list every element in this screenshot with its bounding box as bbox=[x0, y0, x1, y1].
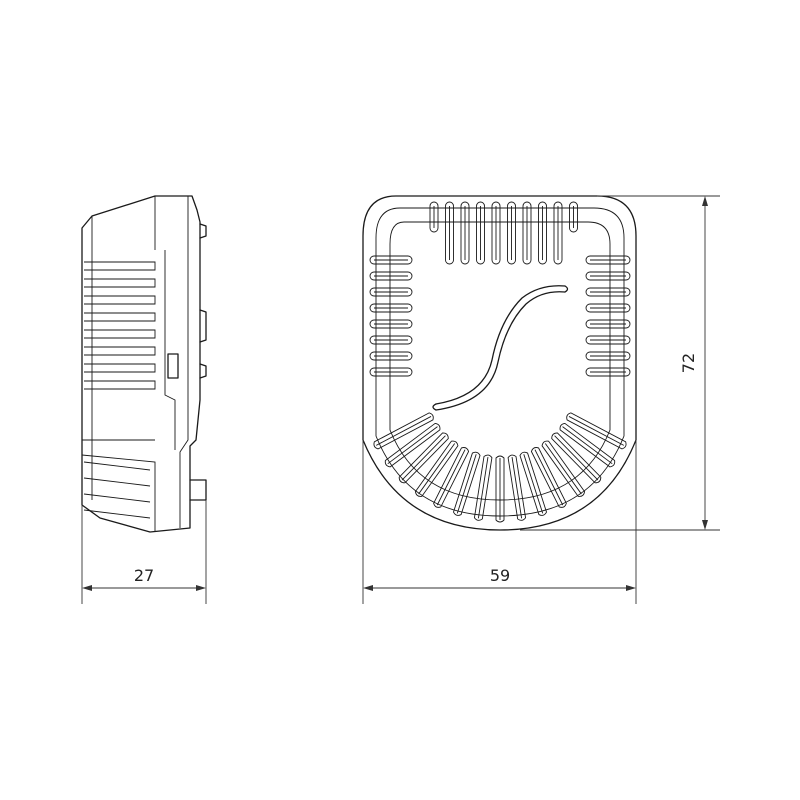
bottom-fin bbox=[473, 454, 493, 521]
bottom-fin bbox=[495, 455, 505, 523]
left-fin bbox=[369, 255, 413, 265]
bottom-fin-slot bbox=[401, 435, 446, 481]
top-fin bbox=[569, 201, 578, 233]
top-fin bbox=[445, 201, 454, 265]
side-view-outline bbox=[81, 195, 201, 533]
side-lower-vents bbox=[83, 461, 151, 519]
top-vent-fins bbox=[429, 201, 578, 265]
right-fin bbox=[585, 271, 631, 281]
bottom-fin-slot bbox=[562, 426, 613, 465]
left-vent-fins bbox=[369, 255, 413, 377]
side-width-dimension: 27 bbox=[81, 500, 207, 604]
right-fin bbox=[585, 319, 631, 329]
bottom-fin bbox=[541, 440, 586, 497]
bottom-fin bbox=[530, 447, 567, 508]
front-height-label: 72 bbox=[679, 353, 698, 373]
sensor-wire bbox=[435, 285, 566, 405]
bottom-fin bbox=[414, 440, 459, 497]
left-fin bbox=[369, 303, 413, 313]
bottom-fin-slot bbox=[418, 443, 456, 495]
right-fin bbox=[585, 351, 631, 361]
left-fin bbox=[369, 271, 413, 281]
top-fin bbox=[538, 201, 547, 265]
left-fin bbox=[369, 287, 413, 297]
left-fin bbox=[369, 335, 413, 345]
side-lower-slat bbox=[83, 461, 151, 471]
bottom-fin-slot bbox=[523, 454, 544, 514]
side-lower-slat bbox=[83, 509, 151, 519]
side-lower-slat bbox=[83, 477, 151, 487]
bottom-fin-slot bbox=[534, 449, 564, 506]
side-slat bbox=[84, 312, 156, 322]
bottom-fin-slot bbox=[456, 454, 477, 514]
bottom-fin bbox=[398, 432, 449, 484]
left-fin bbox=[369, 351, 413, 361]
side-slat bbox=[84, 346, 156, 356]
bottom-fin-slot bbox=[554, 435, 599, 481]
top-fin bbox=[522, 201, 532, 265]
left-fin bbox=[369, 367, 413, 377]
bottom-fin-slot bbox=[436, 449, 466, 506]
side-top-knob bbox=[199, 223, 207, 239]
side-lower-slat bbox=[83, 493, 151, 503]
front-view bbox=[362, 195, 637, 531]
side-slat bbox=[84, 261, 156, 271]
side-pin bbox=[189, 479, 207, 501]
bottom-vent-fins bbox=[373, 412, 627, 523]
front-width-label: 59 bbox=[490, 566, 510, 585]
side-slat bbox=[84, 363, 156, 373]
side-slat bbox=[84, 295, 156, 305]
right-fin bbox=[585, 303, 631, 313]
front-height-dimension: 72 bbox=[520, 195, 720, 531]
bottom-fin-slot bbox=[568, 416, 625, 446]
bottom-fin-slot bbox=[477, 456, 489, 519]
side-window bbox=[167, 353, 179, 379]
front-view-outline bbox=[362, 195, 637, 531]
side-width-label: 27 bbox=[134, 566, 154, 585]
right-fin bbox=[585, 255, 631, 265]
bottom-fin bbox=[452, 451, 481, 516]
bottom-fin bbox=[551, 432, 602, 484]
right-fin bbox=[585, 335, 631, 345]
bottom-fin-slot bbox=[375, 416, 432, 446]
top-fin bbox=[553, 201, 563, 265]
right-fin bbox=[585, 287, 631, 297]
bottom-fin bbox=[433, 447, 470, 508]
top-fin bbox=[491, 201, 501, 265]
side-slat bbox=[84, 380, 156, 390]
side-view bbox=[81, 195, 207, 533]
bottom-fin-slot bbox=[387, 426, 438, 465]
bottom-fin-slot bbox=[544, 443, 582, 495]
top-fin bbox=[429, 201, 439, 233]
top-fin bbox=[460, 201, 470, 265]
bottom-fin bbox=[519, 451, 548, 516]
right-vent-fins bbox=[585, 255, 631, 377]
side-low-knob bbox=[199, 363, 207, 379]
bottom-fin bbox=[373, 412, 434, 450]
side-vent-slats bbox=[84, 261, 156, 390]
top-fin bbox=[476, 201, 485, 265]
bottom-fin-slot bbox=[511, 456, 523, 519]
left-fin bbox=[369, 319, 413, 329]
right-fin bbox=[585, 367, 631, 377]
side-slat bbox=[84, 278, 156, 288]
bottom-fin bbox=[384, 422, 441, 468]
side-mid-knob bbox=[199, 309, 207, 343]
side-slat bbox=[84, 329, 156, 339]
front-width-dimension: 59 bbox=[362, 440, 637, 604]
bottom-fin bbox=[507, 454, 527, 521]
top-fin bbox=[507, 201, 516, 265]
bottom-fin bbox=[559, 422, 616, 468]
bottom-fin bbox=[566, 412, 627, 450]
